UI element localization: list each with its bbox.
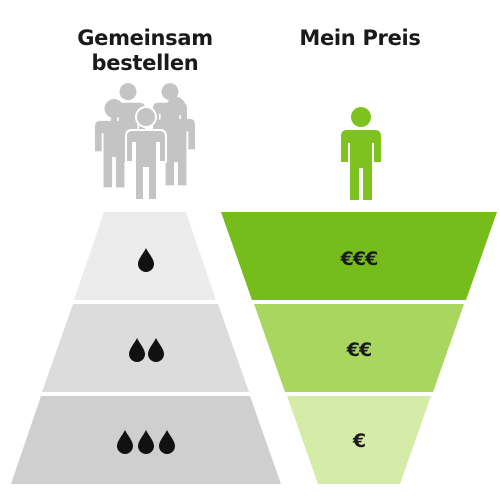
single-person-icon xyxy=(341,107,381,200)
price-label-medium: €€ xyxy=(346,339,371,361)
price-label-low: € xyxy=(352,430,365,452)
funnel-tier-middle xyxy=(254,304,464,392)
pyramid xyxy=(11,212,281,484)
right-title-text: Mein Preis xyxy=(299,26,421,50)
left-title: Gemeinsam bestellen xyxy=(45,26,245,76)
right-title: Mein Preis xyxy=(260,26,460,51)
group-of-people-icon xyxy=(95,83,195,201)
price-label-high: €€€ xyxy=(340,248,378,270)
drops-tier-3 xyxy=(117,430,175,454)
pyramid-tier-middle xyxy=(42,304,249,392)
funnel: €€€ €€ € xyxy=(221,212,497,484)
left-title-line1: Gemeinsam xyxy=(77,26,213,50)
funnel-tier-bottom xyxy=(287,396,431,484)
left-title-line2: bestellen xyxy=(91,51,199,75)
funnel-tier-top xyxy=(221,212,497,300)
